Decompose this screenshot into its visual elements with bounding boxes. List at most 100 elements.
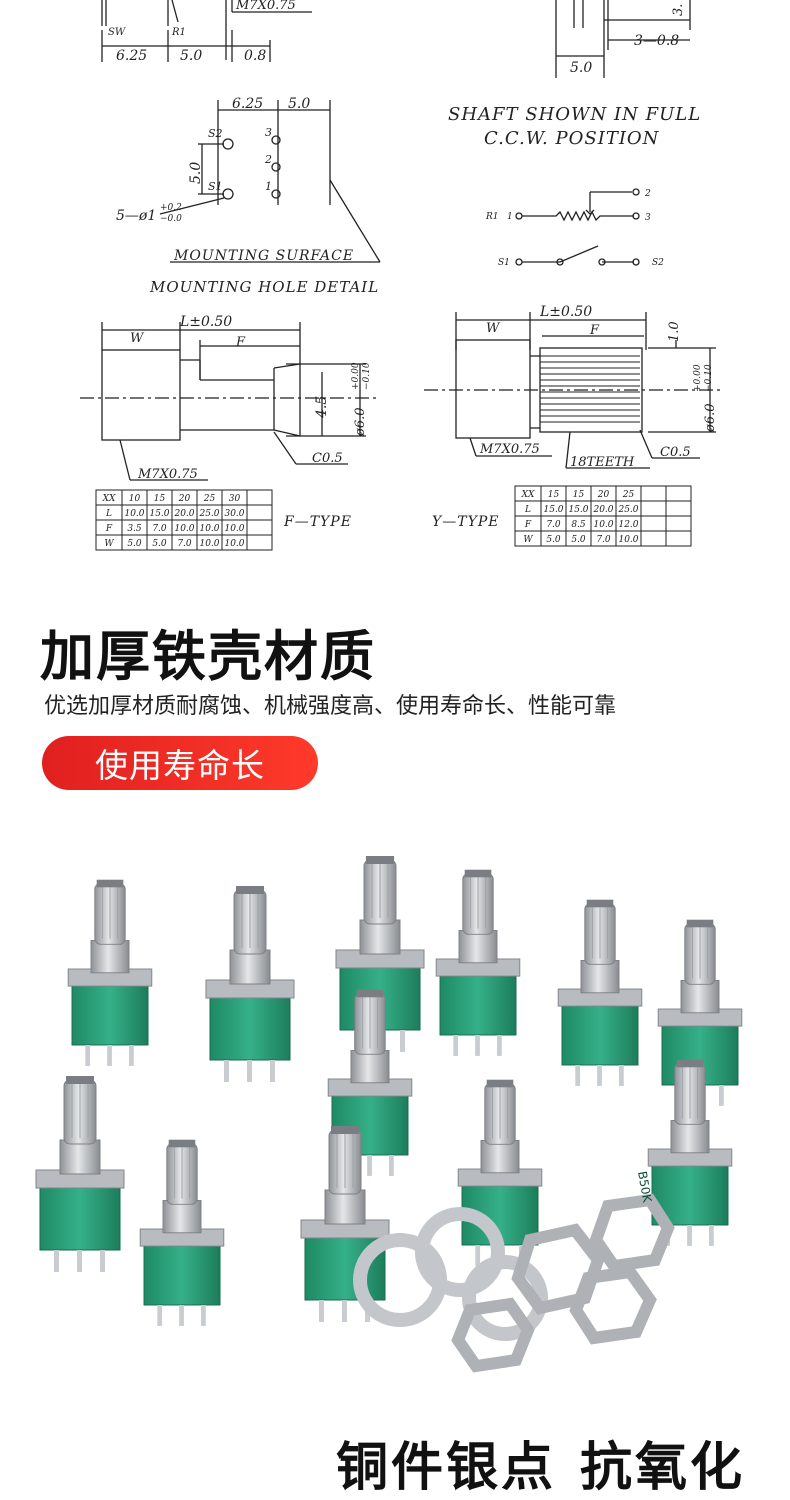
y-table-cell-2-1: 7.0 <box>546 520 561 530</box>
y-table-cell-0-4: 25 <box>622 490 635 500</box>
f-table-cell-3-5: 10.0 <box>224 539 244 549</box>
f-table-cell-0-5: 30 <box>229 494 241 504</box>
potentiometer-8 <box>35 1076 125 1272</box>
shaft-note-line1: SHAFT SHOWN IN FULL <box>448 104 701 125</box>
dim-3-0-8: 3—0.8 <box>634 33 679 49</box>
potentiometer-10 <box>300 1126 390 1322</box>
potentiometer-11 <box>457 1079 543 1266</box>
y-table-cell-3-1: 5.0 <box>546 535 561 545</box>
f-table-cell-3-2: 5.0 <box>152 539 167 549</box>
y-table-cell-2-0: F <box>524 520 532 530</box>
f-table-cell-0-2: 15 <box>154 494 166 504</box>
body-mark: B50K <box>635 1170 654 1204</box>
dim-5-0-top: 5.0 <box>180 48 202 64</box>
label-pin-1: 1 <box>265 180 272 193</box>
y-teeth: 18TEETH <box>570 455 635 470</box>
hole-tol-down: −0.0 <box>160 214 182 224</box>
y-table-cell-3-2: 5.0 <box>571 535 586 545</box>
label-t2: 2 <box>644 189 651 199</box>
y-thread: M7X0.75 <box>479 442 540 457</box>
f-table-cell-2-1: 3.5 <box>127 524 142 534</box>
label-s2-mount: S2 <box>208 127 223 140</box>
f-table-cell-3-3: 7.0 <box>177 539 192 549</box>
dim-6-25-top: 6.25 <box>116 48 147 64</box>
f-dim-4-5: 4.5 <box>314 396 330 419</box>
f-table-cell-2-5: 10.0 <box>224 524 244 534</box>
y-table-cell-2-4: 12.0 <box>618 520 638 530</box>
product-photo: B50K <box>0 820 790 1420</box>
f-chamfer: C0.5 <box>312 451 343 466</box>
y-type-table: XX 15 15 20 25L 15.0 15.0 20.0 25.0F 7.0 8.5 10.0 12… <box>514 485 692 547</box>
y-table-cell-2-2: 8.5 <box>571 520 586 530</box>
potentiometer-12 <box>647 1059 733 1246</box>
section-subline: 优选加厚材质耐腐蚀、机械强度高、使用寿命长、性能可靠 <box>44 694 617 719</box>
potentiometer-5 <box>557 899 643 1086</box>
section-heading: 加厚铁壳材质 <box>40 625 376 688</box>
f-table-cell-1-1: 10.0 <box>124 509 144 519</box>
f-table-cell-2-0: F <box>105 524 113 534</box>
y-table-cell-3-3: 7.0 <box>596 535 611 545</box>
f-table-cell-2-3: 10.0 <box>174 524 194 534</box>
f-tol-up: +0.00 <box>351 362 361 390</box>
y-dim-1-0: 1.0 <box>667 321 682 342</box>
y-table-cell-1-4: 25.0 <box>617 505 638 515</box>
y-table-cell-1-1: 15.0 <box>543 505 563 515</box>
technical-drawing: SW R1 M7X0.75 6.25 5.0 0.8 5.0 3—0.8 3. … <box>0 0 790 580</box>
y-chamfer: C0.5 <box>660 445 691 460</box>
y-table-cell-0-2: 15 <box>573 490 585 500</box>
y-table-cell-1-2: 15.0 <box>568 505 588 515</box>
dim-6-25-mount: 6.25 <box>232 96 263 112</box>
y-tol-up: +0.00 <box>693 364 703 392</box>
f-table-cell-3-4: 10.0 <box>199 539 219 549</box>
y-table-cell-1-3: 20.0 <box>592 505 613 515</box>
f-thread: M7X0.75 <box>137 467 198 482</box>
f-table-cell-1-2: 15.0 <box>149 509 169 519</box>
potentiometer-1 <box>67 879 153 1066</box>
label-r1-schem: R1 <box>485 212 499 222</box>
y-table-cell-1-0: L <box>524 505 531 515</box>
footer-part1: 铜件银点 <box>336 1438 557 1498</box>
lifespan-badge: 使用寿命长 <box>42 736 318 790</box>
f-table-cell-3-0: W <box>104 539 114 549</box>
y-table-cell-3-0: W <box>523 535 533 545</box>
potentiometer-9 <box>139 1139 225 1326</box>
f-table-cell-0-4: 25 <box>203 494 216 504</box>
label-t1: 1 <box>507 212 513 222</box>
label-s1-schem: S1 <box>498 258 510 268</box>
f-tol-down: −0.10 <box>362 362 372 390</box>
f-table-cell-1-5: 30.0 <box>224 509 244 519</box>
potentiometer-7 <box>327 989 413 1176</box>
y-dim-dia: ø6.0 <box>703 403 718 433</box>
f-table-cell-1-4: 25.0 <box>198 509 219 519</box>
potentiometer-2 <box>205 886 295 1082</box>
label-s1-mount: S1 <box>208 180 223 193</box>
label-t3: 3 <box>645 213 651 223</box>
label-mounting-surface: MOUNTING SURFACE <box>173 248 354 264</box>
y-table-cell-0-0: XX <box>521 490 535 500</box>
potentiometer-4 <box>435 869 521 1056</box>
f-table-cell-1-3: 20.0 <box>173 509 194 519</box>
f-dim-dia: ø6.0 <box>353 407 368 437</box>
y-type-label: Y—TYPE <box>432 514 499 530</box>
f-table-cell-1-0: L <box>105 509 112 519</box>
y-tol-down: −0.10 <box>704 364 714 392</box>
y-table-cell-0-3: 20 <box>597 490 610 500</box>
dim-5-0-mount: 5.0 <box>288 96 310 112</box>
label-pin-2: 2 <box>264 153 272 166</box>
dim-5-0-vertical: 5.0 <box>188 162 204 184</box>
f-table-cell-0-1: 10 <box>129 494 141 504</box>
y-table-cell-0-1: 15 <box>548 490 560 500</box>
footer-part2: 抗氧化 <box>580 1438 746 1498</box>
footer-slogan: 铜件银点抗氧化 <box>336 1425 769 1500</box>
y-dim-l: L±0.50 <box>539 304 592 320</box>
label-r1-top: R1 <box>171 27 186 38</box>
y-dim-w: W <box>486 321 501 336</box>
dim-0-8-top: 0.8 <box>244 48 266 64</box>
dim-5-0-right: 5.0 <box>570 60 592 76</box>
f-type-label: F—TYPE <box>283 514 352 530</box>
label-s2-schem: S2 <box>652 258 664 268</box>
y-table-cell-2-3: 10.0 <box>593 520 613 530</box>
f-table-cell-0-3: 20 <box>178 494 191 504</box>
f-dim-l: L±0.50 <box>179 314 232 330</box>
f-dim-f: F <box>235 335 246 350</box>
